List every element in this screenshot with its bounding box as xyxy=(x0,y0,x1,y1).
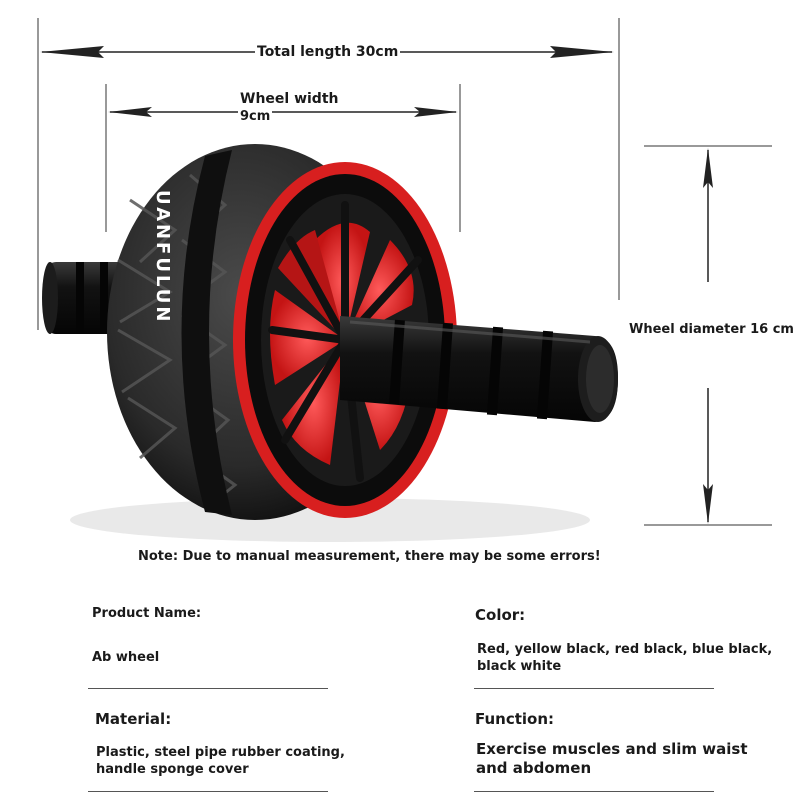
wheel-diameter-label: Wheel diameter 16 cm xyxy=(627,322,796,338)
material-value: Plastic, steel pipe rubber coating, hand… xyxy=(96,745,345,777)
brand-text: UANFULUN xyxy=(152,190,173,324)
color-label: Color: xyxy=(475,606,526,624)
divider xyxy=(88,791,328,792)
product-name-value: Ab wheel xyxy=(92,650,160,665)
product-name-label: Product Name: xyxy=(92,606,202,621)
divider xyxy=(88,688,328,689)
right-handle xyxy=(340,316,618,422)
measurement-note: Note: Due to manual measurement, there m… xyxy=(138,549,601,564)
wheel-width-label-line1: Wheel width xyxy=(238,91,341,107)
total-length-label: Total length 30cm xyxy=(255,44,401,60)
divider xyxy=(474,791,714,792)
color-value: Red, yellow black, red black, blue black… xyxy=(477,642,773,674)
function-label: Function: xyxy=(475,710,555,728)
material-label: Material: xyxy=(95,710,172,728)
wheel-width-label-line2: 9cm xyxy=(238,109,273,125)
function-value: Exercise muscles and slim waist and abdo… xyxy=(476,740,748,777)
divider xyxy=(474,688,714,689)
